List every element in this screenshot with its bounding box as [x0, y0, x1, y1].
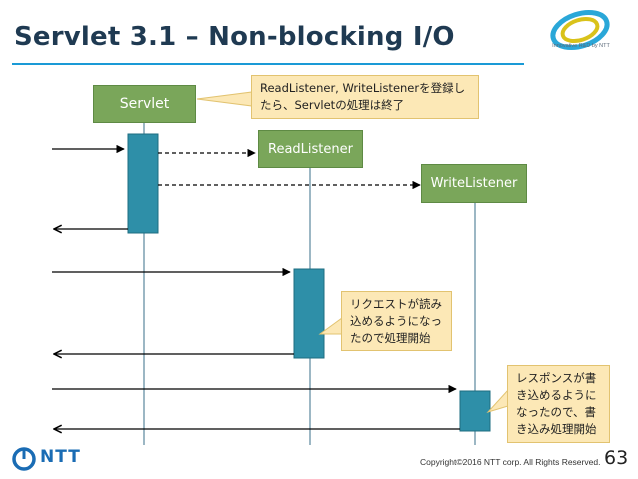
writelistener-activation	[459, 390, 491, 432]
ntt-rd-logo	[550, 9, 610, 51]
logo-tagline: Innovative R&D by NTT	[552, 43, 610, 49]
read-ready-callout: リクエストが読み 込めるようになっ たので処理開始	[341, 291, 452, 351]
write-ready-callout: レスポンスが書 き込めるように なったので、書 き込み処理開始	[507, 365, 610, 443]
register-callout: ReadListener, WriteListenerを登録し たら、Servl…	[251, 75, 479, 119]
slide-title: Servlet 3.1 – Non-blocking I/O	[14, 22, 455, 52]
title-underline	[12, 63, 524, 65]
participant-readlistener: ReadListener	[258, 130, 363, 168]
participant-servlet: Servlet	[93, 85, 196, 123]
register-callout-pointer	[196, 91, 253, 107]
write-callout-pointer	[486, 388, 509, 413]
servlet-activation	[127, 133, 159, 234]
ntt-logo-icon	[12, 447, 36, 471]
participant-readlistener-label: ReadListener	[268, 141, 353, 157]
participant-servlet-label: Servlet	[119, 96, 170, 112]
readlistener-activation	[293, 268, 325, 359]
copyright-notice: Copyright©2016 NTT corp. All Rights Rese…	[420, 457, 601, 467]
page-number: 63	[604, 447, 629, 469]
ntt-logo-text: NTT	[40, 447, 81, 467]
participant-writelistener-label: WriteListener	[430, 176, 518, 191]
participant-writelistener: WriteListener	[421, 164, 527, 203]
